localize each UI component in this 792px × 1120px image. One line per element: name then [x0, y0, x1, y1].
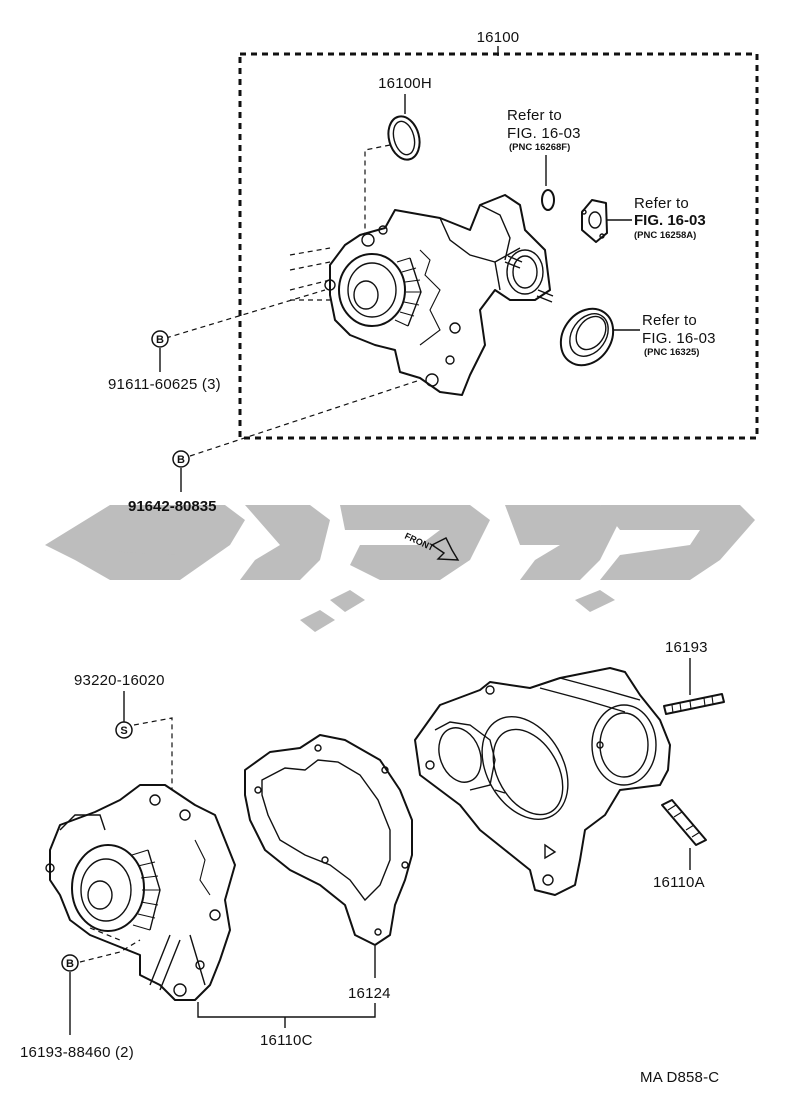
- top-assembly: 16100 16100H Refer to FIG. 16-03 (PNC 16…: [165, 29, 759, 457]
- screw-label: 93220-16020: [74, 672, 165, 689]
- ref3-line1: Refer to: [642, 312, 697, 329]
- ref1-line1: Refer to: [507, 107, 562, 124]
- assembly-boundary: [238, 52, 759, 440]
- stud-top-callout: 16193: [663, 639, 725, 715]
- ref1-line2: FIG. 16-03: [507, 125, 581, 142]
- bolt2-callout: B 91642-80835: [128, 450, 216, 515]
- small-oring-part: [541, 189, 555, 211]
- gasket-part: [244, 734, 413, 946]
- stud-top-part: [663, 693, 725, 715]
- bolt1-label: 91611-60625 (3): [108, 376, 221, 393]
- ref2-line1: Refer to: [634, 195, 689, 212]
- water-inlet-housing-part: [414, 667, 671, 896]
- gasket-plate-part: [581, 199, 608, 243]
- pump-label: 16110C: [260, 1032, 313, 1049]
- screw-badge: S: [120, 725, 127, 737]
- ref3-line2: FIG. 16-03: [642, 330, 716, 347]
- oil-seal-part: [559, 307, 615, 367]
- stud-bottom-label: 16110A: [653, 874, 705, 891]
- oring-label: 16100H: [378, 75, 432, 92]
- water-pump-bottom-part: [45, 784, 236, 1001]
- assembly-number: 16100: [477, 29, 520, 46]
- stud-bottom-part: [661, 799, 707, 846]
- water-pump-top-part: [324, 194, 554, 396]
- bolt1-badge: B: [156, 334, 164, 346]
- ref3-pnc: (PNC 16325): [644, 347, 699, 358]
- brand-watermark-logo: [45, 505, 755, 632]
- front-arrow-icon: [430, 537, 460, 561]
- ref2-line2: FIG. 16-03: [634, 212, 706, 229]
- pump-bracket-line: [197, 1002, 376, 1018]
- diagram-code: MA D858-C: [640, 1069, 719, 1086]
- bolt2-badge: B: [177, 454, 185, 466]
- bolt1-callout: B 91611-60625 (3): [108, 330, 221, 393]
- ref1-pnc: (PNC 16268F): [509, 142, 570, 153]
- bolt2-label: 91642-80835: [128, 498, 216, 515]
- bottom-bolt-callout: B 16193-88460 (2): [20, 927, 141, 1061]
- gasket-label: 16124: [348, 985, 391, 1002]
- stud-bottom-callout: 16110A: [653, 799, 707, 891]
- bottom-bolt-badge: B: [66, 958, 74, 970]
- ref2-pnc: (PNC 16258A): [634, 230, 696, 241]
- screw-callout: 93220-16020 S: [74, 672, 173, 830]
- stud-top-label: 16193: [665, 639, 708, 656]
- bottom-bolt-label: 16193-88460 (2): [20, 1044, 134, 1061]
- oring-part: [387, 115, 421, 161]
